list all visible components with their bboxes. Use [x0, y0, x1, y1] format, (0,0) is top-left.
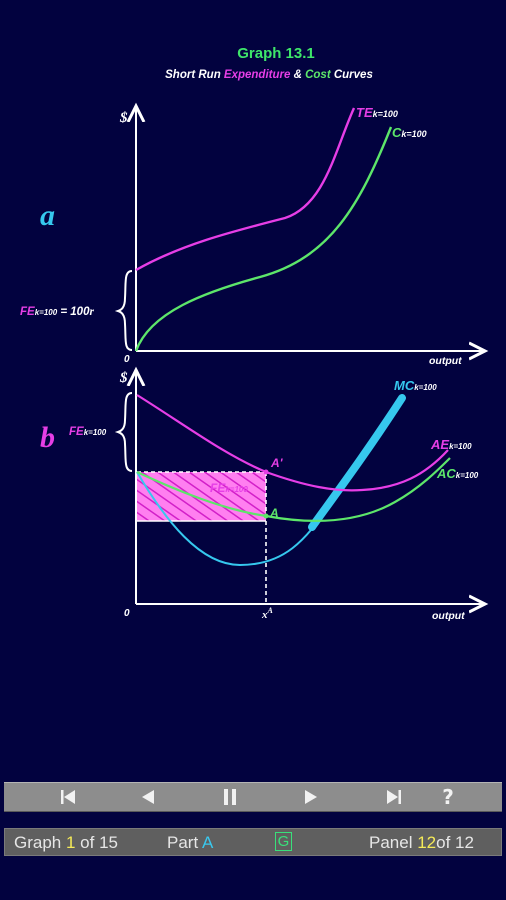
te-curve [135, 107, 356, 272]
last-icon [387, 790, 401, 804]
fe-rectangle [137, 472, 266, 521]
playback-toolbar: ? [4, 782, 502, 812]
pause-button[interactable] [210, 783, 250, 811]
play-button[interactable] [291, 783, 331, 811]
diagram-area: Graph 13.1 Short Run Expenditure & Cost … [20, 45, 506, 622]
panel-counter: Panel 12of 12 [369, 833, 474, 852]
fe-rectangle-label: FEk=100 [210, 481, 248, 495]
ac-curve-label: ACk=100 [436, 466, 479, 481]
previous-icon [142, 790, 154, 804]
panel-b-x-label: output [432, 610, 465, 622]
fe-brace-b [114, 392, 133, 472]
help-icon: ? [442, 785, 454, 809]
play-icon [305, 790, 317, 804]
mc-curve-bold [308, 394, 406, 531]
g-toggle-button[interactable]: G [275, 832, 292, 851]
fe-label-b: FEk=100 [69, 426, 107, 438]
ae-curve-label: AEk=100 [430, 437, 472, 452]
panel-a-y-label: $ [119, 110, 128, 126]
point-a-marker [263, 513, 269, 519]
status-bar: Graph 1 of 15 Part A G Panel 12of 12 [4, 828, 502, 856]
fe-label-a: FEk=100 = 100r [20, 306, 94, 318]
last-button[interactable] [374, 783, 414, 811]
panel-b-label: b [40, 421, 55, 454]
first-icon [61, 790, 75, 804]
cost-curve [134, 126, 393, 352]
ac-curve [136, 457, 451, 522]
point-a-prime-marker [263, 469, 269, 475]
panel-b-y-label: $ [119, 370, 128, 386]
point-a-prime-label: A' [270, 456, 284, 470]
point-a-label: A [269, 506, 279, 520]
part-indicator: Part A [167, 833, 214, 852]
fe-brace-a [114, 270, 133, 351]
graph-subtitle: Short Run Expenditure & Cost Curves [165, 69, 373, 81]
panel-a-origin: 0 [124, 354, 130, 365]
panel-a-x-label: output [429, 355, 462, 367]
panel-b: $ output 0 b FEk=100 A' A FEk=100 MCk=10… [40, 370, 483, 622]
first-button[interactable] [48, 783, 88, 811]
mc-curve-label: MCk=100 [394, 378, 437, 393]
te-curve-label: TEk=100 [356, 105, 398, 120]
graph-title: Graph 13.1 [237, 45, 315, 62]
graph-counter: Graph 1 of 15 [14, 833, 118, 852]
ae-curve [136, 394, 449, 492]
help-button[interactable]: ? [428, 783, 468, 811]
diagram-svg: Graph 13.1 Short Run Expenditure & Cost … [20, 45, 506, 622]
panel-a: $ output 0 a TEk=100 Ck=100 FEk=100 = 10… [20, 105, 483, 367]
panel-a-label: a [40, 199, 55, 232]
cost-curve-label: Ck=100 [392, 125, 427, 140]
previous-button[interactable] [128, 783, 168, 811]
x-marker-label: xA [261, 606, 274, 621]
panel-b-origin: 0 [124, 608, 130, 619]
pause-icon [224, 789, 236, 805]
